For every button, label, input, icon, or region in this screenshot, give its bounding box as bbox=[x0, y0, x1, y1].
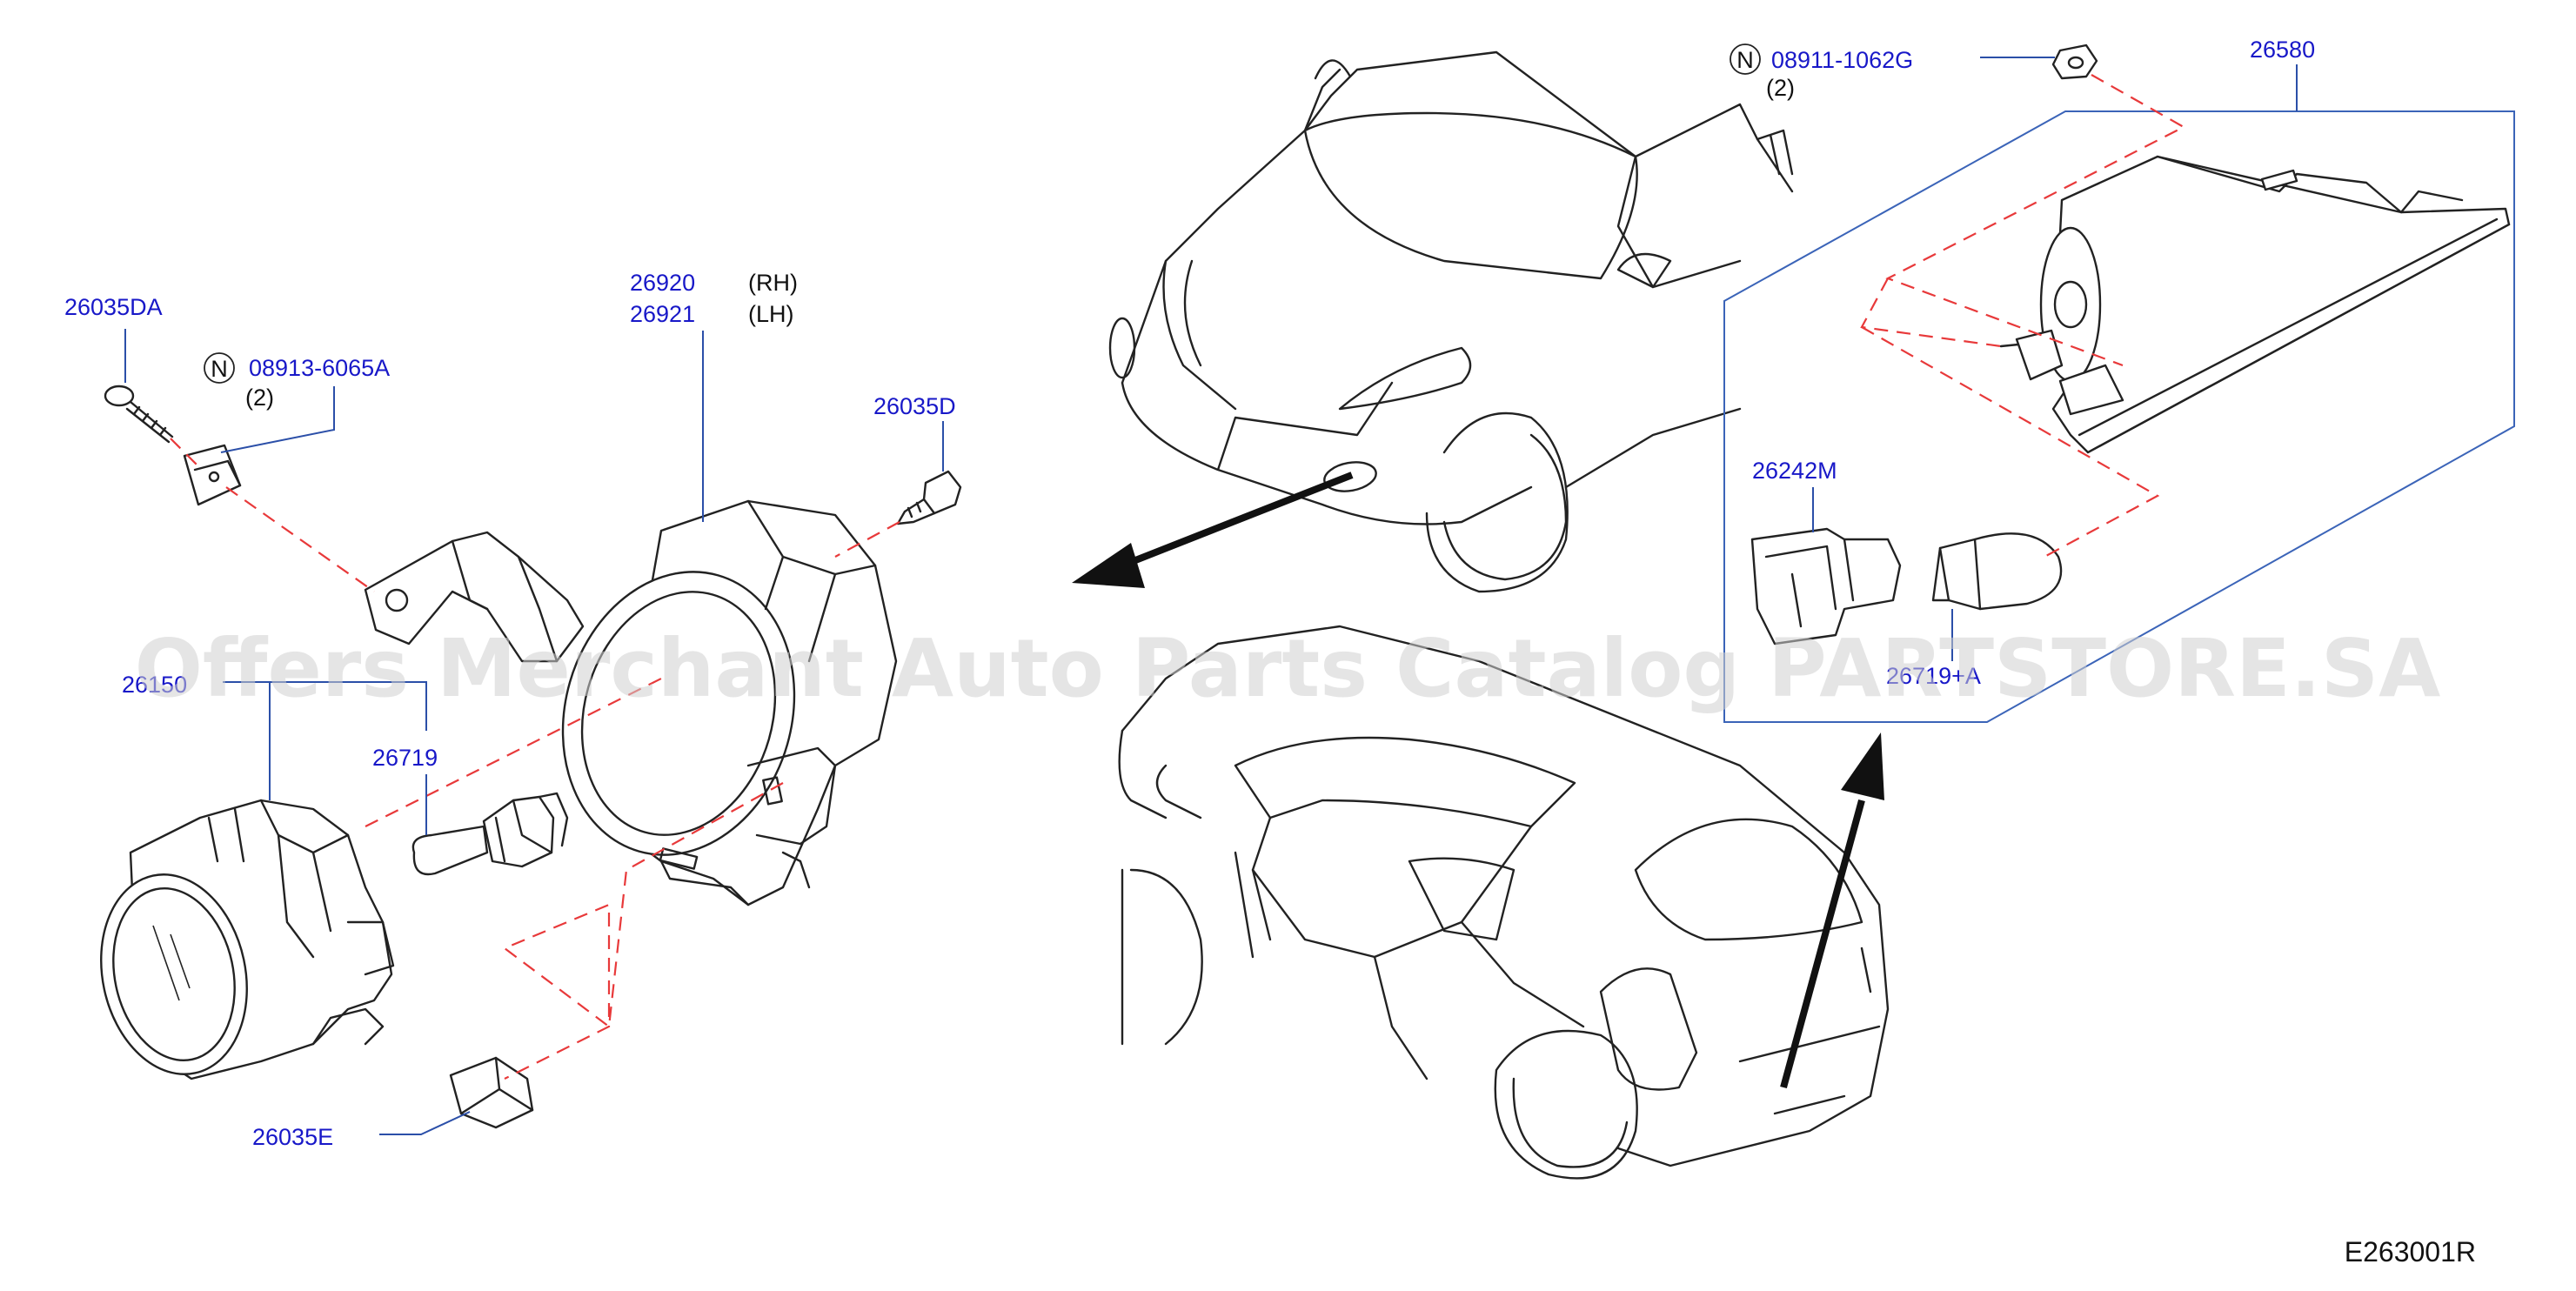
label-26920[interactable]: 26920 bbox=[630, 270, 695, 296]
note-n-symbol: N bbox=[211, 356, 228, 382]
guide-bulb-to-housing bbox=[365, 678, 662, 827]
label-08911-1062G[interactable]: 08911-1062G bbox=[1771, 47, 1913, 73]
watermark-text: Offers Merchant Auto Parts Catalog PARTS… bbox=[135, 622, 2441, 715]
vehicle-rear-view-drawing bbox=[1118, 625, 1890, 1180]
label-26580[interactable]: 26580 bbox=[2250, 37, 2315, 63]
leader-08913 bbox=[220, 386, 335, 453]
leader-26035E bbox=[379, 1111, 471, 1135]
side-26921: (LH) bbox=[748, 301, 794, 327]
clip-08913-6065A-drawing[interactable] bbox=[183, 444, 242, 506]
guide-screw-to-housing bbox=[834, 521, 900, 558]
label-26719A[interactable]: 26719+A bbox=[1886, 663, 1981, 689]
bulb-26719-drawing[interactable] bbox=[411, 792, 569, 876]
label-26035E[interactable]: 26035E bbox=[252, 1124, 333, 1150]
label-26242M[interactable]: 26242M bbox=[1752, 458, 1837, 484]
arrow-front-to-foglamp bbox=[1072, 472, 1354, 588]
fog-lamp-housing-drawing[interactable] bbox=[531, 499, 898, 906]
highmount-detail-frame bbox=[1723, 110, 2515, 723]
note-symbol-08911: N bbox=[1730, 43, 1761, 75]
label-26035DA[interactable]: 26035DA bbox=[64, 294, 163, 320]
guide-socket-to-lamp bbox=[1861, 326, 2160, 558]
leader-26150 bbox=[223, 681, 427, 800]
arrow-rear-to-highmount bbox=[1780, 732, 1884, 1089]
guide-clip-to-bracket bbox=[225, 486, 375, 592]
label-26035D[interactable]: 26035D bbox=[873, 393, 956, 419]
label-08913-6065A[interactable]: 08913-6065A bbox=[249, 355, 390, 381]
label-26921[interactable]: 26921 bbox=[630, 301, 695, 327]
qty-08913: (2) bbox=[245, 385, 274, 411]
guide-housing-to-clip bbox=[502, 782, 784, 1080]
diagram-code: E263001R bbox=[2345, 1236, 2476, 1268]
highmount-lamp-26580-drawing[interactable] bbox=[1999, 155, 2511, 454]
note-symbol-08913: N bbox=[204, 352, 235, 384]
vehicle-front-view-drawing bbox=[1108, 50, 1794, 593]
screw-26035D-drawing[interactable] bbox=[896, 470, 962, 525]
bulb-26719A-drawing[interactable] bbox=[1931, 532, 2063, 611]
screw-26035DA-drawing[interactable] bbox=[104, 385, 174, 444]
side-26920: (RH) bbox=[748, 270, 798, 296]
fog-lamp-26150-drawing[interactable] bbox=[84, 799, 395, 1088]
label-26719[interactable]: 26719 bbox=[372, 745, 438, 771]
clip-26035E-drawing[interactable] bbox=[449, 1056, 534, 1129]
label-26150[interactable]: 26150 bbox=[122, 672, 187, 698]
nut-08911-1062G-drawing[interactable] bbox=[2051, 43, 2098, 80]
note-n-symbol-2: N bbox=[1736, 47, 1754, 73]
guide-screw-to-clip bbox=[170, 438, 203, 471]
fog-lamp-bracket-drawing[interactable] bbox=[364, 531, 585, 663]
qty-08911: (2) bbox=[1766, 75, 1795, 101]
socket-26242M-drawing[interactable] bbox=[1750, 527, 1902, 646]
